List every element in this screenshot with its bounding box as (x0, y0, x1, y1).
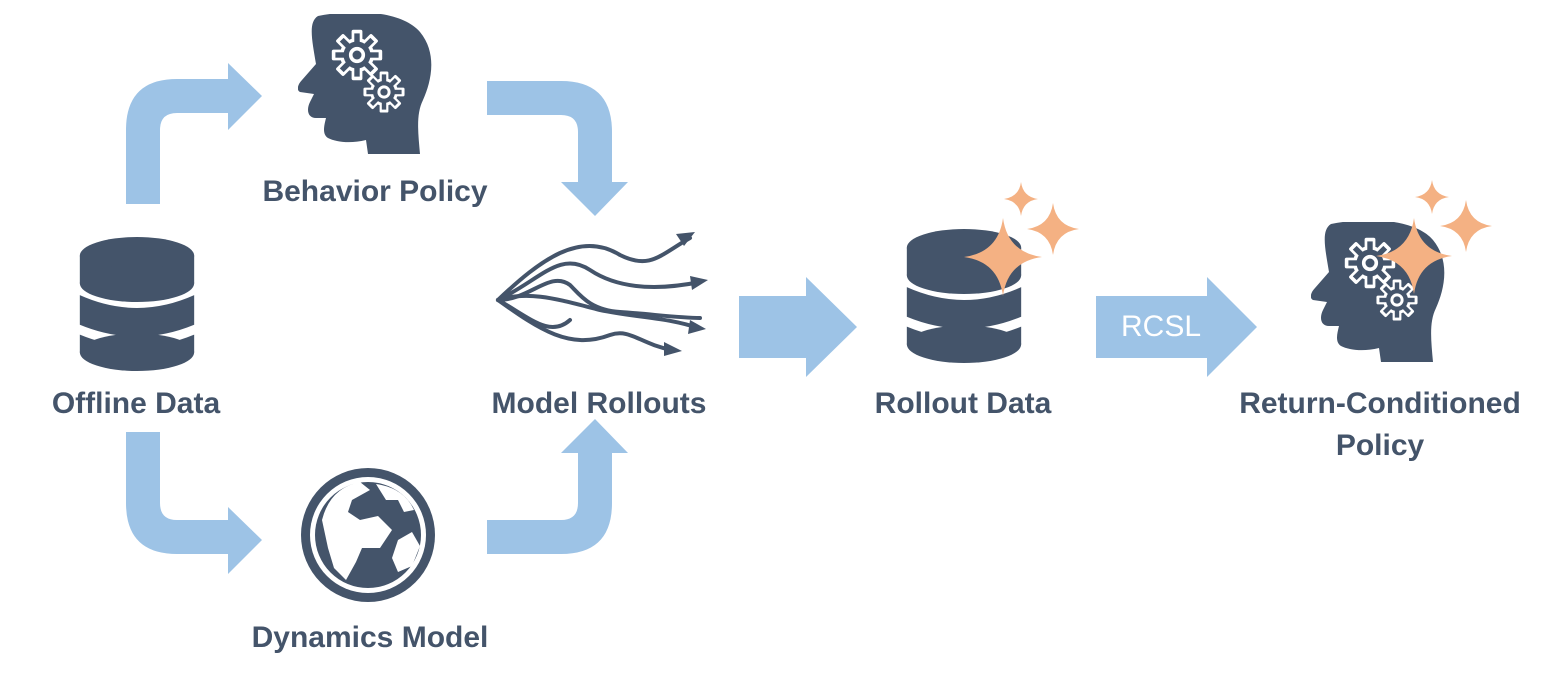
offline-data-database-icon (79, 236, 195, 372)
arrow-rcsl (1096, 277, 1257, 377)
trajectory-arrowheads (664, 232, 708, 356)
rollout-data-label: Rollout Data (874, 387, 1052, 420)
return-conditioned-policy-label-line1: Return-Conditioned (1239, 387, 1521, 420)
behavior-policy-label: Behavior Policy (262, 175, 488, 208)
return-conditioned-policy-label-line2: Policy (1335, 429, 1425, 462)
sparkle-icon (1440, 200, 1492, 252)
sparkle-icon (1004, 182, 1038, 216)
arrow-offline-to-behavior (126, 63, 262, 204)
return-conditioned-policy-head-gears-icon (1311, 220, 1444, 362)
model-rollouts-label: Model Rollouts (491, 387, 707, 420)
sparkle-icon (1027, 203, 1079, 255)
dynamics-model-label: Dynamics Model (251, 621, 489, 654)
arrow-rollouts-to-data (739, 277, 857, 377)
arrow-behavior-to-rollouts (487, 81, 628, 216)
globe-icon (301, 468, 435, 602)
arrow-dynamics-to-rollouts (487, 419, 628, 554)
behavior-policy-head-gears-icon (298, 12, 431, 154)
trajectories-icon (496, 236, 702, 352)
rcsl-edge-label: RCSL (1121, 310, 1202, 343)
offline-data-label: Offline Data (51, 387, 221, 420)
arrow-offline-to-dynamics (126, 432, 262, 574)
sparkle-icon (1415, 180, 1449, 214)
return-conditioned-policy-label: Return-Conditioned Policy (1220, 383, 1540, 467)
